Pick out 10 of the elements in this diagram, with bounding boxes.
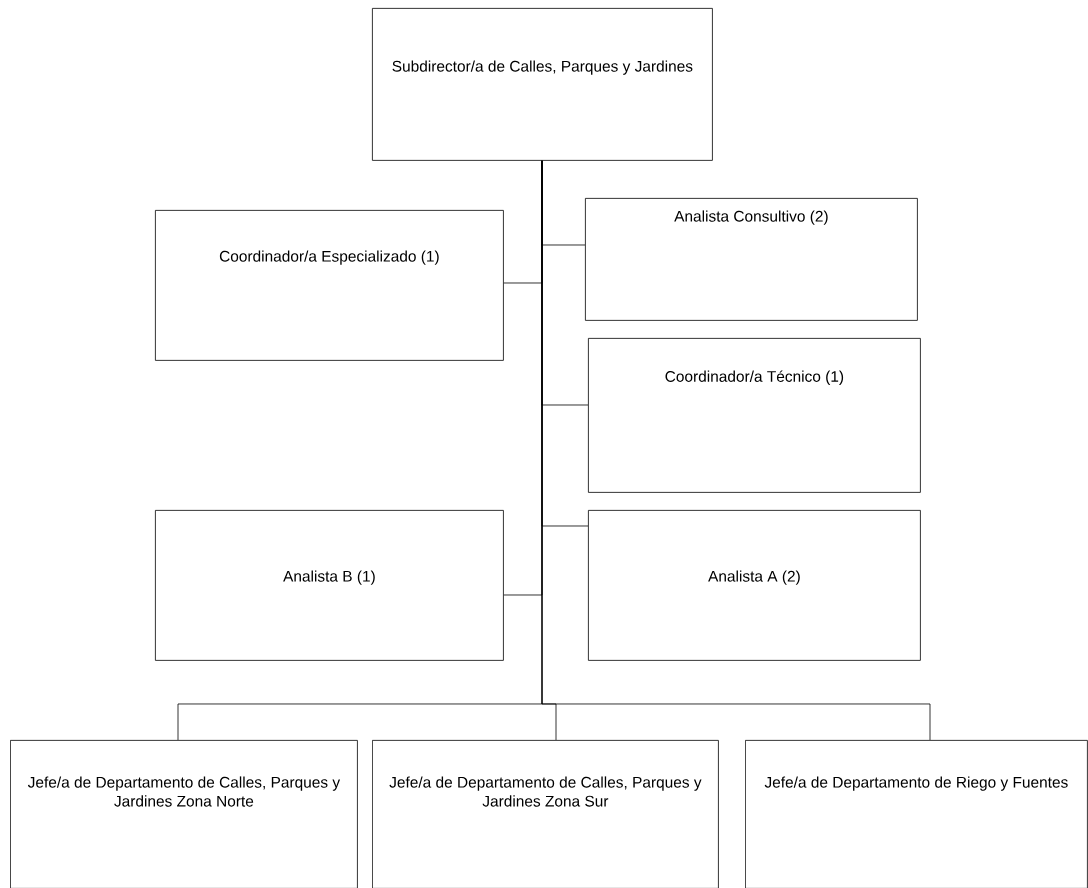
org-box: Analista A (2) <box>588 510 921 661</box>
org-box: Analista Consultivo (2) <box>585 198 918 321</box>
org-box: Subdirector/a de Calles, Parques y Jardines <box>372 8 713 161</box>
org-box: Coordinador/a Técnico (1) <box>588 338 921 493</box>
org-box: Jefe/a de Departamento de Calles, Parques y Jardines Zona Norte <box>10 740 358 888</box>
org-box: Jefe/a de Departamento de Riego y Fuentes <box>745 740 1088 888</box>
org-box: Jefe/a de Departamento de Calles, Parques y Jardines Zona Sur <box>372 740 719 888</box>
connector-line <box>541 160 931 741</box>
org-box: Coordinador/a Especializado (1) <box>155 210 504 361</box>
org-box: Analista B (1) <box>155 510 504 661</box>
